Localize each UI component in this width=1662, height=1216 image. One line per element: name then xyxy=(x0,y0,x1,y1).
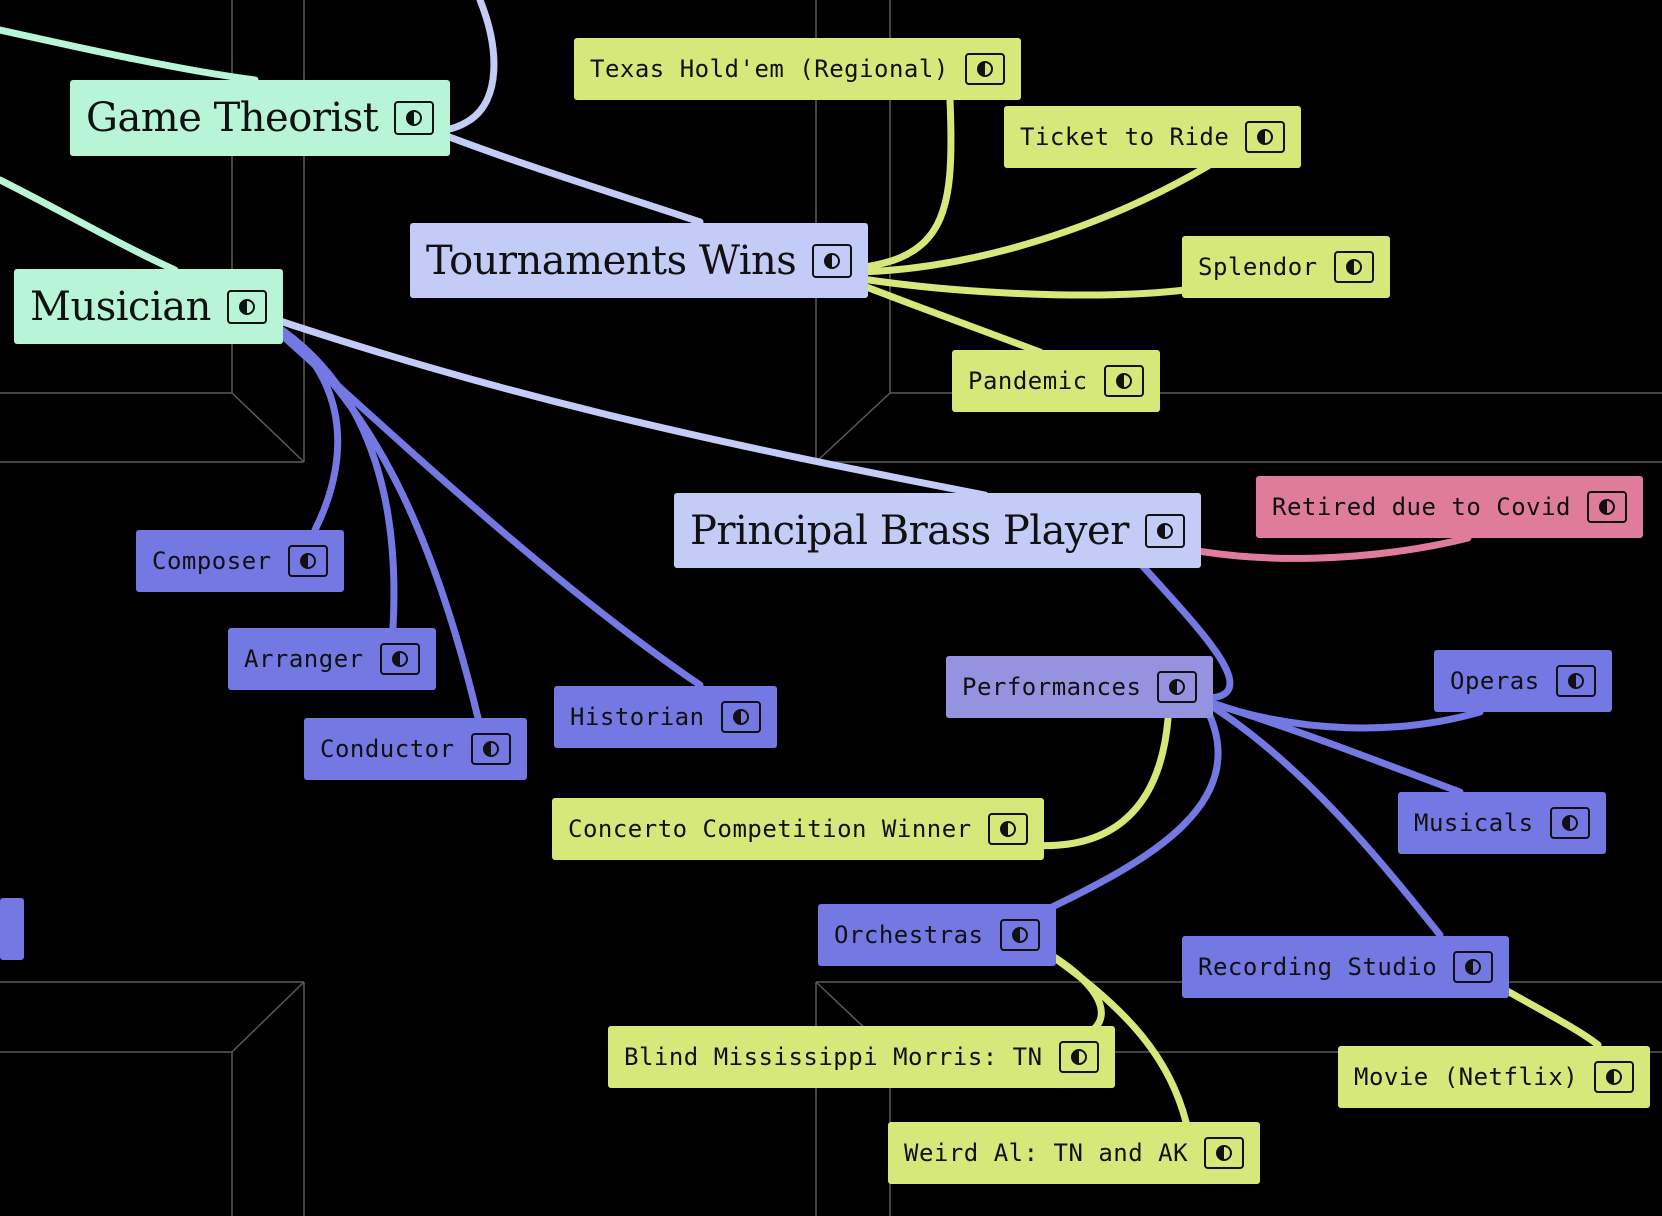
edge-offscreen-game-theorist xyxy=(0,26,259,84)
node-label: Splendor xyxy=(1198,253,1318,281)
edge-musician-brass xyxy=(258,311,989,499)
contrast-toggle-icon[interactable] xyxy=(379,643,420,675)
node-label: Operas xyxy=(1450,667,1540,695)
node-orchestras[interactable]: Orchestras xyxy=(818,904,1056,966)
node-label: Arranger xyxy=(244,645,364,673)
node-concerto-competition-winner[interactable]: Concerto Competition Winner xyxy=(552,798,1044,860)
node-blind-mississippi-morris[interactable]: Blind Mississippi Morris: TN xyxy=(608,1026,1115,1088)
contrast-toggle-icon[interactable] xyxy=(287,545,328,577)
node-label: Musicals xyxy=(1414,809,1534,837)
node-pandemic[interactable]: Pandemic xyxy=(952,350,1160,412)
node-principal-brass-player[interactable]: Principal Brass Player xyxy=(674,493,1201,568)
contrast-toggle-icon[interactable] xyxy=(999,919,1040,951)
node-retired-due-to-covid[interactable]: Retired due to Covid xyxy=(1256,476,1643,538)
node-historian[interactable]: Historian xyxy=(554,686,777,748)
contrast-toggle-icon[interactable] xyxy=(1549,807,1590,839)
node-label: Conductor xyxy=(320,735,455,763)
node-label: Blind Mississippi Morris: TN xyxy=(624,1043,1043,1071)
contrast-toggle-icon[interactable] xyxy=(1103,365,1144,397)
node-label: Composer xyxy=(152,547,272,575)
contrast-toggle-icon[interactable] xyxy=(1586,491,1627,523)
node-label: Movie (Netflix) xyxy=(1354,1063,1579,1091)
node-label: Game Theorist xyxy=(86,95,379,141)
edge-tournaments-ticket xyxy=(828,162,1212,276)
node-label: Weird Al: TN and AK xyxy=(904,1139,1189,1167)
contrast-toggle-icon[interactable] xyxy=(1333,251,1374,283)
contrast-toggle-icon[interactable] xyxy=(1144,513,1185,548)
contrast-toggle-icon[interactable] xyxy=(226,289,267,324)
node-label: Recording Studio xyxy=(1198,953,1438,981)
node-texas-holdem[interactable]: Texas Hold'em (Regional) xyxy=(574,38,1021,100)
node-movie-netflix[interactable]: Movie (Netflix) xyxy=(1338,1046,1651,1108)
contrast-toggle-icon[interactable] xyxy=(720,701,761,733)
node-label: Principal Brass Player xyxy=(690,507,1129,554)
node-label: Historian xyxy=(570,703,705,731)
node-recording-studio[interactable]: Recording Studio xyxy=(1182,936,1510,998)
node-label: Orchestras xyxy=(834,921,984,949)
edge-performances-recording xyxy=(1198,696,1444,939)
node-label: Retired due to Covid xyxy=(1272,493,1571,521)
node-tournaments-wins[interactable]: Tournaments Wins xyxy=(410,223,869,298)
edge-game-theorist-tournaments xyxy=(414,121,704,226)
node-label: Ticket to Ride xyxy=(1020,123,1230,151)
edge-offscreen-musician xyxy=(0,176,179,274)
node-operas[interactable]: Operas xyxy=(1434,650,1612,712)
node-musician[interactable]: Musician xyxy=(14,269,283,344)
contrast-toggle-icon[interactable] xyxy=(1245,121,1286,153)
contrast-toggle-icon[interactable] xyxy=(812,243,853,278)
edge-performances-musicals xyxy=(1198,696,1464,796)
edge-orchestras-weird xyxy=(1042,948,1190,1126)
node-label: Musician xyxy=(30,283,211,330)
contrast-toggle-icon[interactable] xyxy=(470,733,511,765)
edge-performances-orchestras xyxy=(1042,696,1222,914)
contrast-toggle-icon[interactable] xyxy=(1555,665,1596,697)
contrast-toggle-icon[interactable] xyxy=(987,813,1028,845)
contrast-toggle-icon[interactable] xyxy=(1157,671,1198,703)
node-musicals[interactable]: Musicals xyxy=(1398,792,1606,854)
node-label: Concerto Competition Winner xyxy=(568,815,972,843)
node-splendor[interactable]: Splendor xyxy=(1182,236,1390,298)
node-label: Tournaments Wins xyxy=(426,237,797,284)
contrast-toggle-icon[interactable] xyxy=(1204,1137,1245,1169)
node-conductor[interactable]: Conductor xyxy=(304,718,527,780)
node-offscreen-left[interactable] xyxy=(0,898,24,960)
contrast-toggle-icon[interactable] xyxy=(1453,951,1494,983)
edge-musician-historian xyxy=(258,313,704,689)
edge-tournaments-texas xyxy=(828,96,955,274)
edge-tournaments-splendor xyxy=(828,270,1189,299)
edge-brass-performances xyxy=(1136,559,1234,702)
node-label: Texas Hold'em (Regional) xyxy=(590,55,949,83)
node-game-theorist[interactable]: Game Theorist xyxy=(70,80,451,156)
node-composer[interactable]: Composer xyxy=(136,530,344,592)
contrast-toggle-icon[interactable] xyxy=(1594,1061,1635,1093)
node-label: Pandemic xyxy=(968,367,1088,395)
contrast-toggle-icon[interactable] xyxy=(1058,1041,1099,1073)
node-label: Performances xyxy=(962,673,1142,701)
node-weird-al[interactable]: Weird Al: TN and AK xyxy=(888,1122,1261,1184)
node-ticket-to-ride[interactable]: Ticket to Ride xyxy=(1004,106,1302,168)
node-arranger[interactable]: Arranger xyxy=(228,628,436,690)
contrast-toggle-icon[interactable] xyxy=(964,53,1005,85)
node-performances[interactable]: Performances xyxy=(946,656,1214,718)
contrast-toggle-icon[interactable] xyxy=(394,101,435,135)
